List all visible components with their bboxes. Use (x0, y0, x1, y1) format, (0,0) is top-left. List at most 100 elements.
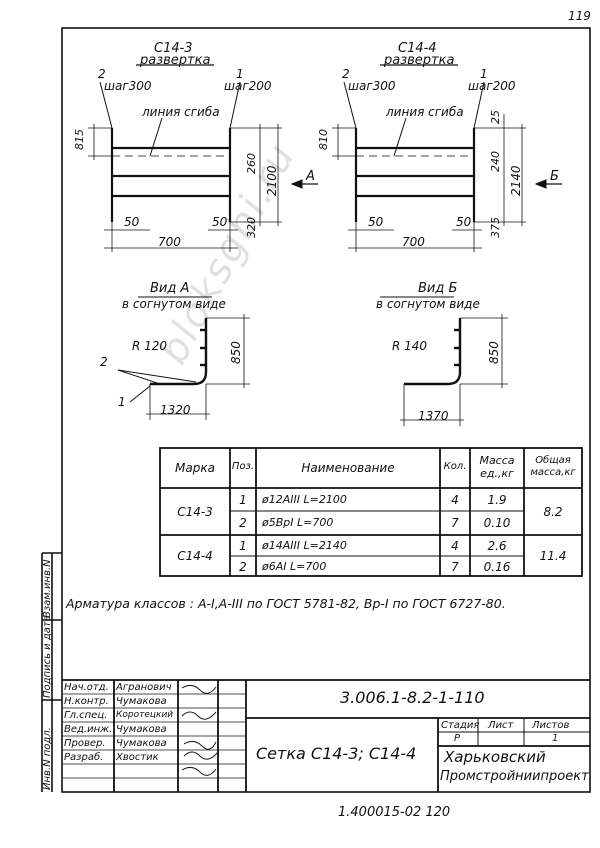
g2r1-mass: 2.6 (487, 539, 507, 553)
g2r1-qty: 4 (451, 539, 459, 553)
name-1: Чумакова (116, 696, 167, 707)
left-pos2-step: шаг300 (104, 79, 152, 93)
g2r2-name: ø6АI L=700 (262, 560, 327, 573)
left-pos1-step: шаг200 (224, 79, 272, 93)
side-stamp-inv: Инв.N подл. (42, 727, 53, 790)
g1r1-qty: 4 (451, 493, 459, 507)
left-dim-2100: 2100 (265, 165, 279, 196)
right-pos2-label: 2 (342, 67, 350, 81)
header-mark: Марка (175, 461, 215, 475)
g2r2-pos: 2 (239, 560, 247, 574)
spec-table-lines (159, 447, 583, 577)
name-0: Агранович (116, 682, 172, 693)
role-4: Провер. (64, 738, 106, 749)
g1r1-mass: 1.9 (487, 493, 507, 507)
drawing-left-lines (88, 64, 318, 252)
left-pos1-label: 1 (236, 67, 244, 81)
role-2: Гл.спец. (64, 710, 108, 721)
right-dim-50-left: 50 (368, 215, 384, 229)
group1-total: 8.2 (543, 505, 563, 519)
g2r1-name: ø14АIII L=2140 (262, 539, 347, 552)
role-5: Разраб. (64, 752, 104, 763)
right-dim-2140: 2140 (509, 165, 523, 196)
right-dim-700: 700 (402, 235, 425, 249)
left-bend-label: линия сгиба (142, 105, 220, 119)
g2r2-mass: 0.16 (483, 560, 511, 574)
left-dim-50-right: 50 (212, 215, 228, 229)
left-dim-50-left: 50 (124, 215, 140, 229)
page-number: 119 (568, 9, 591, 23)
g1r1-name: ø12АIII L=2100 (262, 493, 347, 506)
header-unit-mass: Масса ед.,кг (479, 454, 515, 480)
org-line2: Промстройниипроект (440, 769, 589, 784)
role-0: Нач.отд. (64, 682, 109, 693)
view-b-title: Вид Б (418, 281, 458, 296)
name-2: Коротецкий (116, 710, 174, 720)
right-pos1-label: 1 (480, 67, 488, 81)
view-b-radius: R 140 (392, 339, 428, 353)
signature-scribbles (181, 684, 219, 776)
sheets-value: 1 (552, 733, 559, 744)
right-dim-810: 810 (317, 129, 330, 150)
g1r1-pos: 1 (239, 493, 247, 507)
view-b-dim-1370: 1370 (418, 409, 449, 423)
org-line1: Харьковский (444, 748, 546, 766)
drawing-title: Сетка С14-3; С14-4 (256, 744, 417, 763)
right-dim-50-right: 50 (456, 215, 472, 229)
view-a-pos1: 1 (118, 395, 126, 409)
right-dim-240: 240 (489, 151, 502, 172)
g1r2-qty: 7 (451, 516, 459, 530)
sheet-frame (61, 27, 591, 793)
left-title: С14-3 (154, 41, 193, 56)
g2r2-qty: 7 (451, 560, 459, 574)
sheet-label: Лист (488, 720, 514, 731)
header-qty: Кол. (443, 461, 467, 472)
stage-label: Стадия (441, 720, 480, 731)
g2r1-pos: 1 (239, 539, 247, 553)
role-1: Н.контр. (64, 696, 109, 707)
reinforcement-note: Арматура классов : А-I,А-III по ГОСТ 578… (66, 596, 506, 611)
view-a-subtitle: в согнутом виде (122, 297, 226, 311)
left-dim-260: 260 (245, 153, 258, 174)
left-pos2-label: 2 (98, 67, 106, 81)
header-pos: Поз. (231, 461, 255, 472)
right-dim-25: 25 (489, 110, 502, 124)
right-subtitle: развертка (384, 53, 455, 68)
view-a-pos2: 2 (100, 355, 108, 369)
right-pos2-step: шаг300 (348, 79, 396, 93)
right-pos1-step: шаг200 (468, 79, 516, 93)
right-title: С14-4 (398, 41, 437, 56)
left-dim-815: 815 (73, 129, 86, 150)
name-5: Хвостик (116, 752, 159, 763)
view-a-dim-850: 850 (229, 341, 243, 364)
stage-value: Р (454, 733, 461, 744)
right-dim-375: 375 (489, 217, 502, 238)
left-dim-320: 320 (245, 217, 258, 238)
header-name: Наименование (301, 461, 395, 475)
side-stamp-replace: Взам.инв.N (42, 559, 53, 618)
group2-mark: С14-4 (177, 549, 213, 563)
drawing-right-lines (332, 64, 562, 252)
view-arrow-b: Б (550, 169, 559, 184)
header-total-mass: Общая масса,кг (530, 455, 576, 478)
doc-code: 3.006.1-8.2-1-110 (340, 688, 485, 707)
view-a-radius: R 120 (132, 339, 168, 353)
side-stamp-signature: Подпись и дата (42, 615, 53, 698)
g1r2-mass: 0.10 (483, 516, 511, 530)
view-arrow-a: А (306, 169, 315, 184)
group2-total: 11.4 (539, 549, 567, 563)
view-b-lines (380, 296, 508, 426)
name-4: Чумакова (116, 738, 167, 749)
right-bend-label: линия сгиба (386, 105, 464, 119)
left-dim-700: 700 (158, 235, 181, 249)
sheets-label: Листов (532, 720, 570, 731)
view-b-subtitle: в согнутом виде (376, 297, 480, 311)
view-a-title: Вид А (150, 281, 190, 296)
role-3: Вед.инж. (64, 724, 113, 735)
group1-mark: С14-3 (177, 505, 213, 519)
view-a-dim-1320: 1320 (160, 403, 191, 417)
name-3: Чумакова (116, 724, 167, 735)
view-b-dim-850: 850 (487, 341, 501, 364)
g1r2-pos: 2 (239, 516, 247, 530)
